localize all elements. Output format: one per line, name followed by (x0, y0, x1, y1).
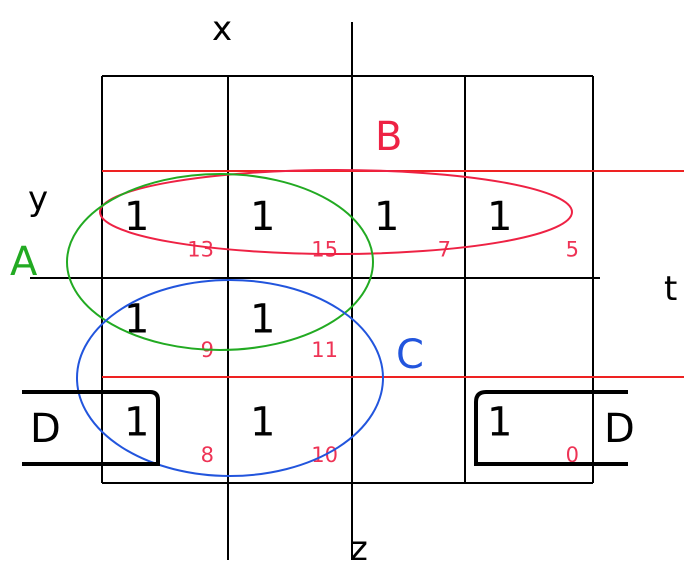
group-label-c: C (396, 332, 424, 378)
kmap-cell: 17 (374, 194, 451, 262)
cell-index: 0 (566, 443, 579, 467)
cell-value: 1 (124, 399, 149, 445)
kmap-cell: 18 (124, 399, 214, 467)
group-d-right-bracket (474, 390, 628, 466)
variable-label-z: z (350, 529, 368, 565)
variable-label-t: t (664, 269, 677, 309)
group-c-loop (76, 279, 384, 477)
kmap-cell: 15 (487, 194, 579, 262)
kmap-cell: 10 (487, 399, 579, 467)
kmap-cell: 1 15 (250, 194, 338, 262)
cell-index: 11 (311, 338, 338, 362)
group-label-d-left: D (30, 406, 61, 452)
cell-index: 15 (311, 238, 338, 262)
cell-value: 1 (250, 399, 275, 445)
kmap-cell: 110 (250, 399, 338, 467)
cell-value: 1 (374, 194, 399, 240)
cell-value: 1 (124, 194, 149, 240)
cell-index: 8 (201, 443, 214, 467)
cell-value: 1 (250, 194, 275, 240)
cell-value: 1 (487, 399, 512, 445)
kmap-grid (101, 75, 594, 484)
variable-label-y: y (28, 179, 48, 219)
cell-value: 1 (487, 194, 512, 240)
cell-index: 5 (566, 238, 579, 262)
group-label-a: A (10, 239, 38, 285)
group-a-loop (66, 173, 374, 351)
kmap-cell: 111 (250, 296, 338, 362)
cell-value: 1 (250, 296, 275, 342)
kmap-cell: 1 13 (124, 194, 214, 262)
group-label-b: B (375, 114, 402, 160)
cell-index: 13 (187, 238, 214, 262)
variable-label-x: x (212, 9, 232, 49)
group-label-d-right: D (604, 406, 635, 452)
kmap-cell: 19 (124, 296, 214, 362)
group-d-left-bracket (22, 390, 160, 466)
group-b-loop (99, 169, 573, 255)
